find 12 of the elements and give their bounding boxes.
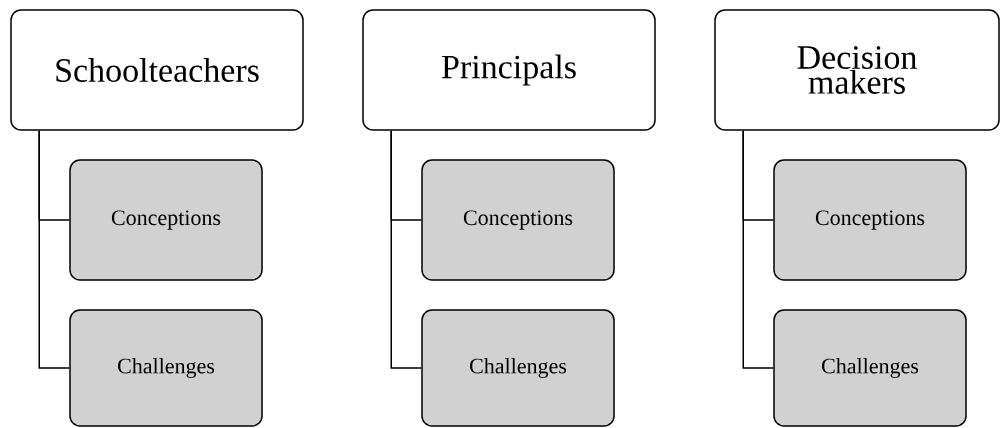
connector-line: [742, 130, 774, 369]
topic-box: Conceptions: [421, 159, 615, 281]
connector-line: [390, 130, 422, 369]
topic-box: Conceptions: [69, 159, 263, 281]
topic-box: Conceptions: [773, 159, 967, 281]
category-box: Schoolteachers: [10, 9, 304, 131]
connector-line: [38, 130, 70, 369]
topic-box: Challenges: [69, 309, 263, 427]
category-box: Principals: [362, 9, 656, 131]
topic-box: Challenges: [421, 309, 615, 427]
category-box: Decision makers: [714, 9, 1000, 131]
topic-box: Challenges: [773, 309, 967, 427]
